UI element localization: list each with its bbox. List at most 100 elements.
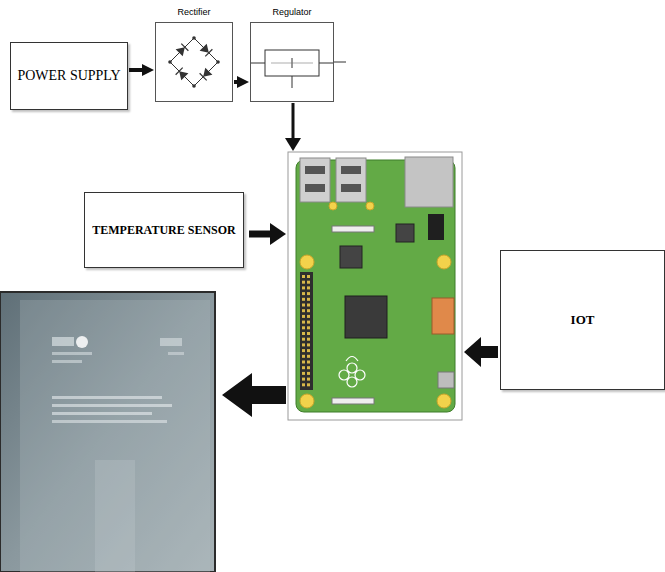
- iot-box: IOT: [500, 250, 665, 390]
- raspberry-logo: [339, 357, 365, 388]
- arrow-shaft: [249, 231, 272, 238]
- display-arrow: [222, 373, 286, 417]
- ui-mark: [160, 338, 182, 346]
- regulator-body: [265, 50, 319, 76]
- gpio-pin: [302, 309, 305, 312]
- ui-mark: [52, 360, 82, 363]
- bridge-wire: [170, 38, 218, 86]
- audio-jack: [428, 214, 444, 240]
- soc-chip: [345, 296, 387, 338]
- diode-bar: [176, 68, 183, 75]
- hdmi-port: [432, 298, 454, 334]
- gpio-pin: [307, 298, 310, 301]
- usb-slot: [341, 166, 361, 174]
- leaf: [346, 357, 358, 362]
- sensor-box: TEMPERATURE SENSOR: [84, 192, 244, 268]
- gpio-pin: [302, 286, 305, 289]
- mounting-hole: [437, 255, 451, 269]
- arrow-head: [285, 138, 301, 151]
- gpio-pin: [307, 383, 310, 386]
- diode-bar: [205, 49, 212, 56]
- diode: [176, 44, 189, 57]
- diode: [176, 68, 189, 81]
- gpio-pin: [302, 326, 305, 329]
- output-wire: [334, 62, 346, 63]
- box-label: TEMPERATURE SENSOR: [92, 223, 235, 238]
- mirror-glass: [0, 292, 215, 572]
- terminal: [192, 84, 196, 88]
- terminal: [216, 60, 220, 64]
- gpio-pin: [302, 366, 305, 369]
- gpio-pin: [307, 321, 310, 324]
- diode: [200, 44, 213, 57]
- regulator-block: Regulator: [250, 6, 334, 102]
- box-label: POWER SUPPLY: [17, 68, 120, 84]
- gpio-pin: [302, 383, 305, 386]
- display-connector: [332, 398, 374, 404]
- gpio-pin: [307, 343, 310, 346]
- gpio-pin: [302, 378, 305, 381]
- reflection: [20, 300, 210, 572]
- gpio-pin: [302, 332, 305, 335]
- chip: [340, 246, 362, 268]
- ui-mark: [52, 352, 92, 355]
- reflection: [95, 460, 135, 572]
- ui-mark: [168, 352, 184, 355]
- gpio-pin: [302, 321, 305, 324]
- inner-line: [271, 63, 313, 64]
- arrow-shaft: [292, 103, 295, 139]
- gpio-pin: [307, 281, 310, 284]
- diode-body: [200, 44, 213, 57]
- usb-port: [300, 158, 330, 202]
- gpio-pin: [302, 275, 305, 278]
- usb-slot: [341, 184, 361, 192]
- supply-arrow: [285, 103, 301, 151]
- gpio-pin: [302, 349, 305, 352]
- gpio-pin: [307, 275, 310, 278]
- bridge-rectifier-symbol: [156, 23, 232, 101]
- gpio-pin: [307, 326, 310, 329]
- gpio-pin: [307, 286, 310, 289]
- gpio-pin: [307, 332, 310, 335]
- mounting-hole: [329, 202, 337, 210]
- diode-body: [200, 68, 213, 81]
- weather-icon: [76, 336, 88, 348]
- terminal: [168, 60, 172, 64]
- output-wire: [319, 63, 333, 64]
- ui-mark: [52, 337, 74, 346]
- board-frame: [288, 152, 462, 420]
- berry: [339, 370, 349, 380]
- berry: [355, 370, 365, 380]
- gpio-pin: [307, 372, 310, 375]
- gpio-pin: [307, 361, 310, 364]
- gpio-pin: [302, 338, 305, 341]
- ground-wire: [292, 76, 293, 88]
- ui-mark: [52, 420, 167, 423]
- mounting-hole: [437, 394, 451, 408]
- block-heading: Rectifier: [155, 6, 233, 18]
- diode-body: [176, 44, 189, 57]
- gpio-pin: [302, 343, 305, 346]
- usb-slot: [305, 184, 325, 192]
- diode: [200, 68, 213, 81]
- gpio-pin: [307, 338, 310, 341]
- gpio-pin: [307, 349, 310, 352]
- usb-port: [336, 158, 366, 202]
- regulator-symbol: [251, 23, 333, 101]
- block-heading: Regulator: [250, 6, 334, 18]
- ui-mark: [52, 396, 162, 399]
- gpio-pin: [302, 355, 305, 358]
- camera-connector: [332, 226, 374, 232]
- mirror-display: [0, 292, 215, 572]
- micro-usb: [438, 372, 454, 388]
- gpio-pin: [302, 361, 305, 364]
- gpio-pin: [307, 315, 310, 318]
- gpio-header: [300, 272, 313, 390]
- gpio-pin: [307, 309, 310, 312]
- power-supply-box: POWER SUPPLY: [10, 42, 128, 110]
- box-label: IOT: [571, 312, 595, 328]
- gpio-pin: [307, 355, 310, 358]
- flow-arrow: [129, 68, 146, 72]
- gpio-pin: [307, 366, 310, 369]
- flow-arrow: [234, 80, 241, 84]
